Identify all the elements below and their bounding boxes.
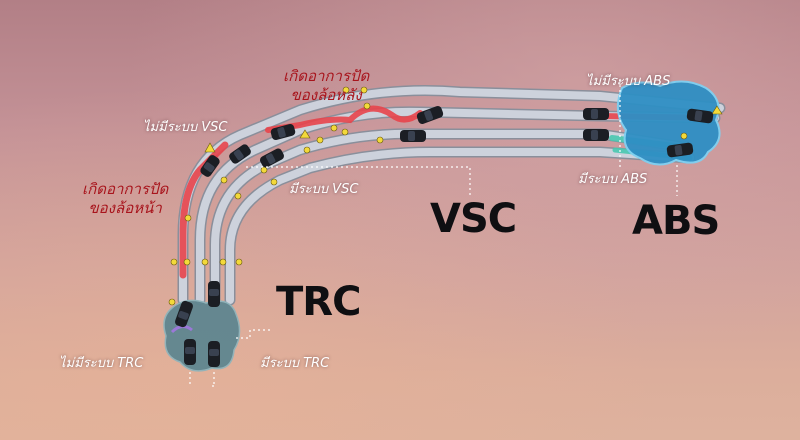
car-without-vsc-3: [270, 123, 296, 141]
marker-dot: [260, 166, 268, 174]
without-trc-label: ไม่มีระบบ TRC: [59, 356, 144, 371]
marker-dot: [303, 146, 311, 154]
car-with-vsc-1: [259, 148, 285, 168]
car-without-vsc-1: [200, 155, 220, 177]
car-without-abs: [686, 108, 714, 124]
car-without-trc-2: [184, 339, 196, 365]
car-abs-1: [583, 108, 609, 120]
without-abs-label: ไม่มีระบบ ABS: [586, 74, 671, 89]
marker-dot: [363, 102, 371, 110]
marker-dot: [376, 136, 384, 144]
car-without-vsc-2: [229, 144, 251, 164]
without-vsc-label: ไม่มีระบบ VSC: [143, 120, 228, 135]
marker-dot: [316, 136, 324, 144]
with-abs-label: มีระบบ ABS: [578, 172, 648, 187]
car-with-trc-1: [208, 281, 220, 307]
car-abs-2: [583, 129, 609, 141]
marker-dot: [360, 86, 368, 94]
marker-dot: [184, 214, 192, 222]
leader-lines: [189, 165, 678, 387]
with-vsc-label: มีระบบ VSC: [289, 182, 359, 197]
marker-dot: [168, 298, 176, 306]
car-with-vsc-2: [400, 130, 426, 142]
abs-title: ABS: [632, 198, 720, 244]
event-markers: [168, 86, 688, 306]
marker-dot: [219, 258, 227, 266]
marker-dot: [342, 86, 350, 94]
marker-dot: [330, 124, 338, 132]
marker-dot: [220, 176, 228, 184]
marker-dot: [234, 192, 242, 200]
car-without-trc-1: [175, 300, 193, 328]
car-with-trc-2: [208, 341, 220, 367]
marker-dot: [183, 258, 191, 266]
lane-outer: [177, 84, 726, 306]
marker-dot: [235, 258, 243, 266]
marker-dot: [270, 178, 278, 186]
with-trc-label: มีระบบ TRC: [260, 356, 330, 371]
car-with-abs: [666, 142, 694, 158]
trc-title: TRC: [276, 279, 361, 325]
vsc-title: VSC: [430, 196, 517, 242]
warning-icon: [204, 105, 723, 153]
marker-dot: [170, 258, 178, 266]
marker-dot: [680, 132, 688, 140]
water-patch: [616, 80, 721, 166]
marker-dot: [341, 128, 349, 136]
front-wheel-slip-label: เกิดอาการปัด ของล้อหน้า: [82, 180, 169, 217]
car-rear-slip: [416, 106, 444, 124]
marker-dot: [201, 258, 209, 266]
ice-patch: [163, 299, 241, 372]
rear-wheel-slip-label: เกิดอาการปัด ของล้อหลัง: [283, 67, 370, 104]
